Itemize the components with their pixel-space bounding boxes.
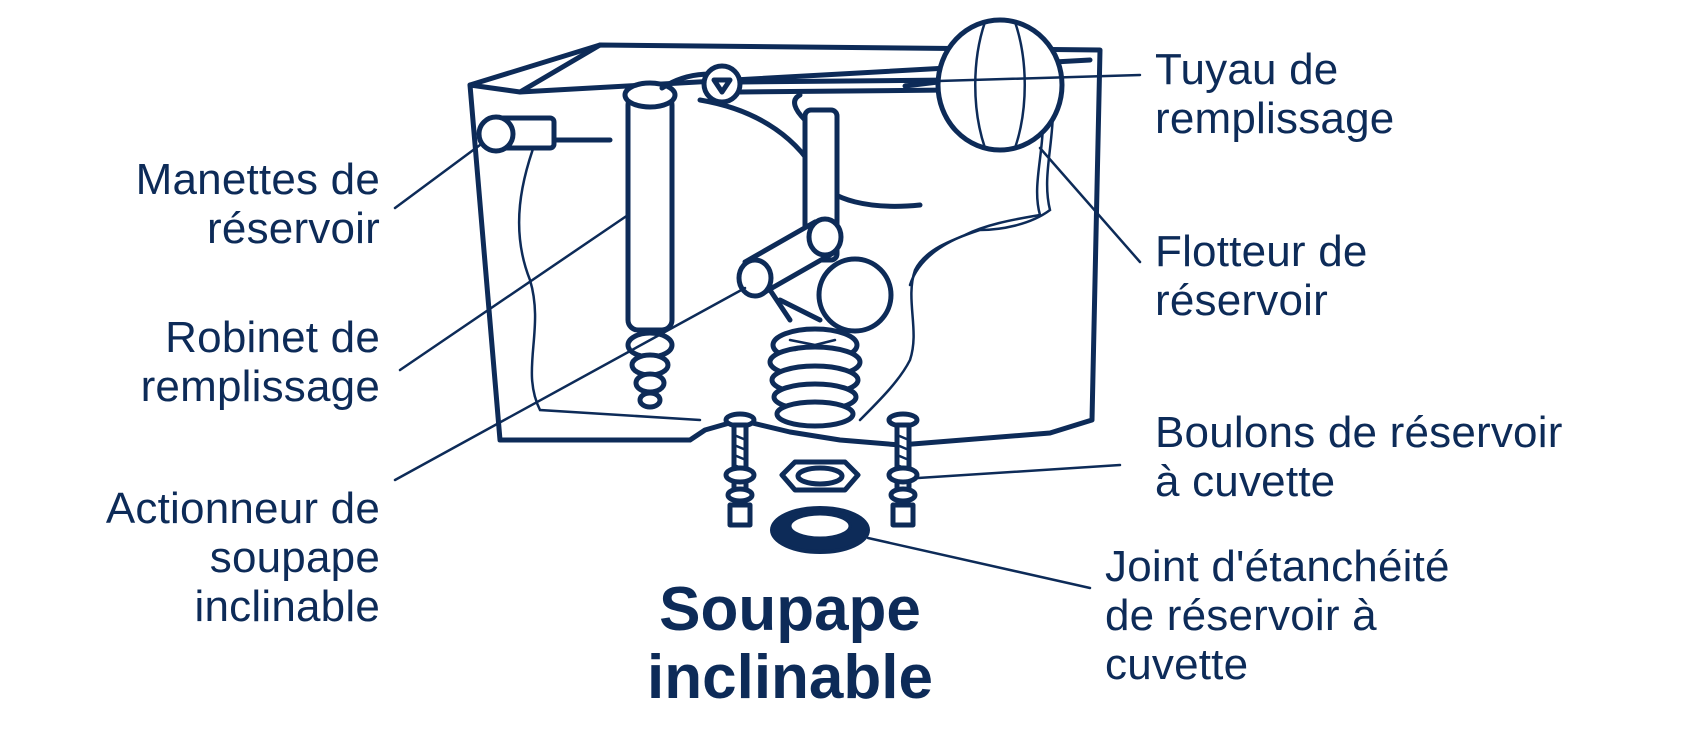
label-joint-line1: Joint d'étanchéité [1105, 542, 1450, 591]
label-boulons: Boulons de réservoir à cuvette [1155, 408, 1563, 506]
label-manettes-line2: réservoir [207, 204, 380, 253]
tank-bolt-left [723, 411, 757, 528]
tank-bolt-right [886, 411, 920, 528]
label-robinet-line2: remplissage [140, 362, 380, 411]
label-manettes: Manettes de réservoir [50, 155, 380, 253]
label-manettes-line1: Manettes de [135, 155, 380, 204]
tank-float [902, 17, 1065, 153]
label-actionneur-line1: Actionneur de [105, 484, 380, 533]
fill-valve [622, 80, 678, 410]
label-flotteur-line2: réservoir [1155, 276, 1328, 325]
leader-boulons [916, 463, 1122, 480]
leader-flotteur [1038, 146, 1142, 264]
label-joint: Joint d'étanchéité de réservoir à cuvett… [1105, 542, 1450, 689]
label-flotteur-line1: Flotteur de [1155, 227, 1368, 276]
spud-nut [779, 459, 861, 493]
label-boulons-line2: à cuvette [1155, 457, 1336, 506]
label-tuyau-line1: Tuyau de [1155, 45, 1339, 94]
label-joint-line2: de réservoir à [1105, 591, 1377, 640]
leader-robinet [398, 213, 630, 372]
tilt-valve-actuator [736, 216, 894, 334]
label-joint-line3: cuvette [1105, 640, 1249, 689]
leader-actionneur [393, 286, 747, 482]
flush-valve [767, 326, 863, 429]
label-flotteur: Flotteur de réservoir [1155, 227, 1368, 325]
label-robinet-line1: Robinet de [165, 313, 380, 362]
label-boulons-line1: Boulons de réservoir [1155, 408, 1563, 457]
diagram-title-line1: Soupape [659, 575, 921, 644]
tank-handle [476, 114, 613, 154]
label-actionneur-line2: soupape [209, 533, 380, 582]
diagram-title: Soupape inclinable [520, 576, 1060, 712]
diagram-title-line2: inclinable [647, 643, 933, 712]
label-tuyau: Tuyau de remplissage [1155, 45, 1394, 143]
leader-manettes [393, 143, 482, 210]
label-tuyau-line2: remplissage [1155, 94, 1395, 143]
leader-tuyau [903, 73, 1142, 84]
tank-to-bowl-gasket [770, 506, 870, 554]
refill-tube [659, 63, 953, 209]
label-actionneur: Actionneur de soupape inclinable [10, 484, 380, 631]
leader-joint [866, 536, 1092, 590]
label-robinet: Robinet de remplissage [50, 313, 380, 411]
label-actionneur-line3: inclinable [194, 582, 380, 631]
